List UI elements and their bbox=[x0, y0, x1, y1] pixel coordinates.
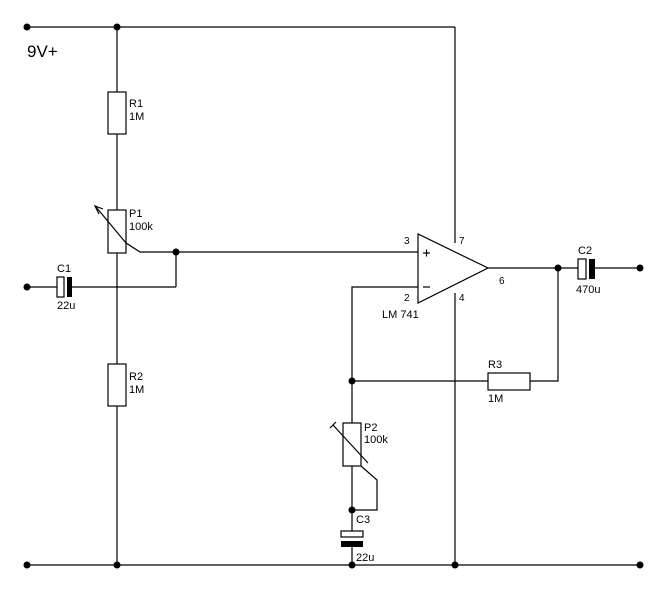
potentiometer-p1 bbox=[93, 204, 127, 254]
p1-value: 100k bbox=[129, 221, 153, 233]
r3-value: 1M bbox=[488, 393, 503, 405]
junction-dot bbox=[113, 561, 121, 569]
r1-value: 1M bbox=[129, 111, 144, 123]
supply-label: 9V+ bbox=[27, 42, 58, 61]
wire-p2-wiper bbox=[352, 465, 378, 511]
resistor-r3 bbox=[487, 372, 531, 391]
pin-6-label: 6 bbox=[499, 276, 505, 287]
junction-dot bbox=[348, 377, 356, 385]
wire-feedback-right bbox=[530, 268, 559, 382]
junction-dot bbox=[348, 506, 356, 514]
junction-dot bbox=[348, 561, 356, 569]
junction-dot bbox=[554, 264, 562, 272]
r2-value: 1M bbox=[129, 384, 144, 396]
capacitor-c2 bbox=[577, 258, 595, 280]
pin-2-label: 2 bbox=[404, 293, 410, 304]
wire-p1-wiper bbox=[125, 242, 176, 253]
capacitor-c1 bbox=[56, 276, 72, 298]
opamp-lm741 bbox=[417, 233, 490, 304]
r3-name: R3 bbox=[488, 359, 502, 371]
junction-dot bbox=[636, 264, 644, 272]
wires bbox=[27, 26, 640, 566]
r2-name: R2 bbox=[129, 371, 143, 383]
c1-name: C1 bbox=[57, 263, 71, 275]
junction-dot bbox=[172, 248, 180, 256]
c3-value: 22u bbox=[356, 552, 374, 564]
junctions bbox=[23, 23, 644, 569]
wire-in-minus bbox=[351, 286, 418, 423]
c2-value: 470u bbox=[576, 284, 600, 296]
pin-4-label: 4 bbox=[459, 293, 465, 304]
p1-name: P1 bbox=[129, 208, 142, 220]
p2-value: 100k bbox=[364, 434, 388, 446]
junction-dot bbox=[636, 561, 644, 569]
pin-3-label: 3 bbox=[404, 236, 410, 247]
junction-dot bbox=[451, 561, 459, 569]
pin-7-label: 7 bbox=[459, 236, 465, 247]
opamp-label: LM 741 bbox=[382, 309, 419, 321]
junction-dot bbox=[23, 23, 31, 31]
potentiometer-p2 bbox=[329, 421, 369, 467]
resistor-r2 bbox=[107, 363, 127, 407]
junction-dot bbox=[23, 283, 31, 291]
junction-dot bbox=[113, 23, 121, 31]
capacitor-c3 bbox=[340, 530, 364, 547]
junction-dot bbox=[23, 561, 31, 569]
c1-value: 22u bbox=[57, 300, 75, 312]
r1-name: R1 bbox=[129, 98, 143, 110]
p2-name: P2 bbox=[364, 422, 377, 434]
c2-name: C2 bbox=[578, 245, 592, 257]
c3-name: C3 bbox=[356, 514, 370, 526]
resistor-r1 bbox=[107, 91, 127, 135]
